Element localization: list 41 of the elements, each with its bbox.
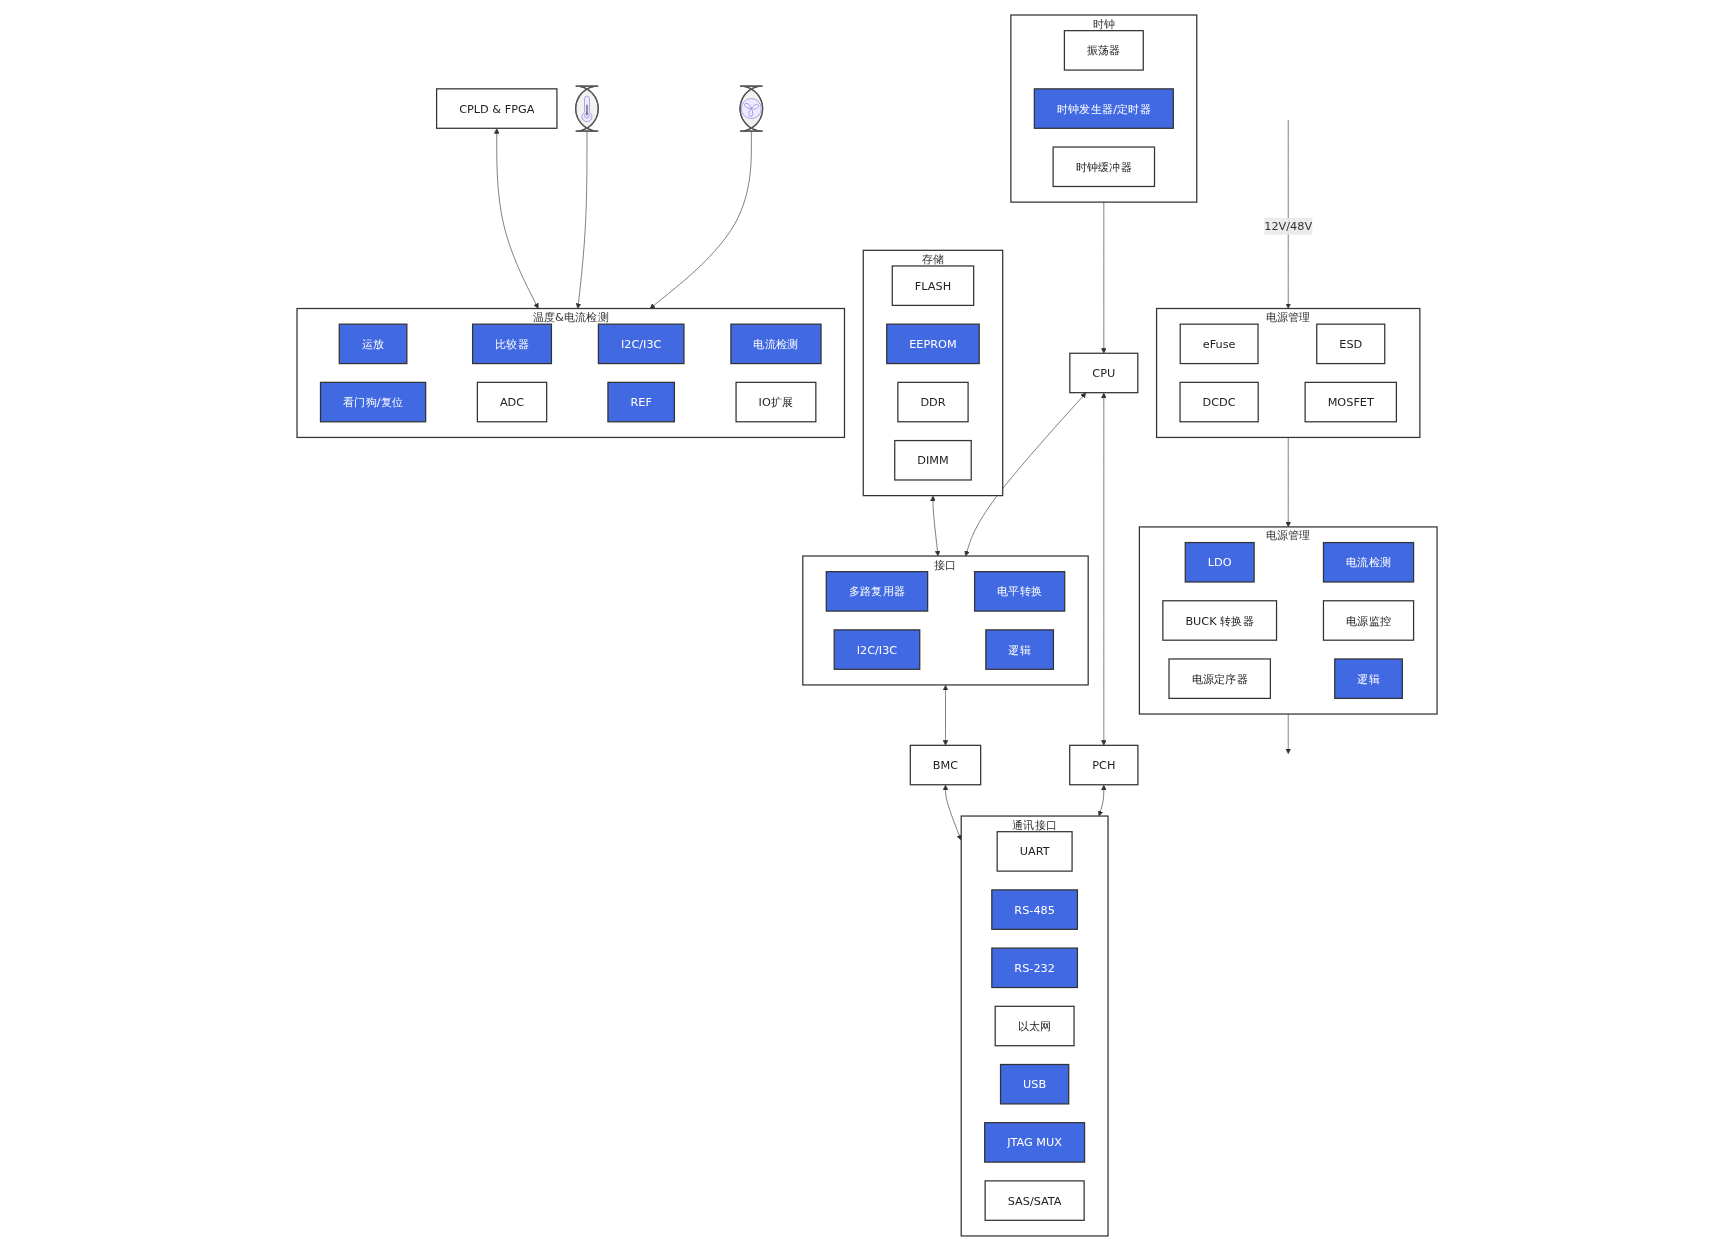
node-box: eFuse	[1180, 323, 1260, 365]
node-box: 比较器	[472, 323, 553, 365]
node-box: PCH	[1069, 744, 1139, 786]
node-box: 电源监控	[1323, 600, 1415, 641]
node-box: I2C/I3C	[834, 629, 921, 670]
node-box: 运放	[339, 323, 408, 365]
node-box: 多路复用器	[826, 571, 929, 612]
node-box: BMC	[910, 744, 982, 786]
node-box: I2C/I3C	[598, 323, 686, 365]
edge-label: 12V/48V	[1264, 219, 1313, 233]
node-box: 电平转换	[974, 571, 1066, 612]
node-box: 时钟缓冲器	[1052, 146, 1156, 188]
node-box: 时钟发生器/定时器	[1034, 88, 1175, 129]
node-box: 电源定序器	[1168, 658, 1272, 700]
node-box: DIMM	[894, 439, 973, 481]
node-box: BUCK 转换器	[1162, 600, 1278, 641]
node-box: LDO	[1185, 541, 1256, 583]
node-box: RS-485	[991, 889, 1079, 930]
node-box: CPLD & FPGA	[436, 88, 559, 129]
node-box: FLASH	[892, 265, 975, 307]
node-box: 逻辑	[1334, 658, 1404, 700]
node-box: IO扩展	[735, 381, 817, 423]
node-box: REF	[607, 381, 676, 423]
node-box: DCDC	[1179, 381, 1260, 423]
node-box: 电流检测	[730, 323, 823, 365]
node-box: SAS/SATA	[984, 1180, 1086, 1221]
node-box: DDR	[897, 381, 970, 423]
node-box: 以太网	[995, 1005, 1076, 1047]
node-box: 看门狗/复位	[320, 381, 427, 423]
node-box: ADC	[477, 381, 548, 423]
node-box: 电流检测	[1323, 541, 1415, 583]
node-box: CPU	[1069, 352, 1139, 394]
node-box: 振荡器	[1064, 30, 1145, 71]
node-box: ESD	[1316, 323, 1386, 365]
node-box: JTAG MUX	[984, 1122, 1086, 1163]
node-box: USB	[1000, 1063, 1070, 1105]
node-box: UART	[997, 831, 1074, 872]
node-box: 逻辑	[985, 629, 1055, 670]
node-box: MOSFET	[1304, 381, 1398, 423]
node-box: EEPROM	[886, 323, 981, 365]
node-box: RS-232	[991, 947, 1079, 989]
